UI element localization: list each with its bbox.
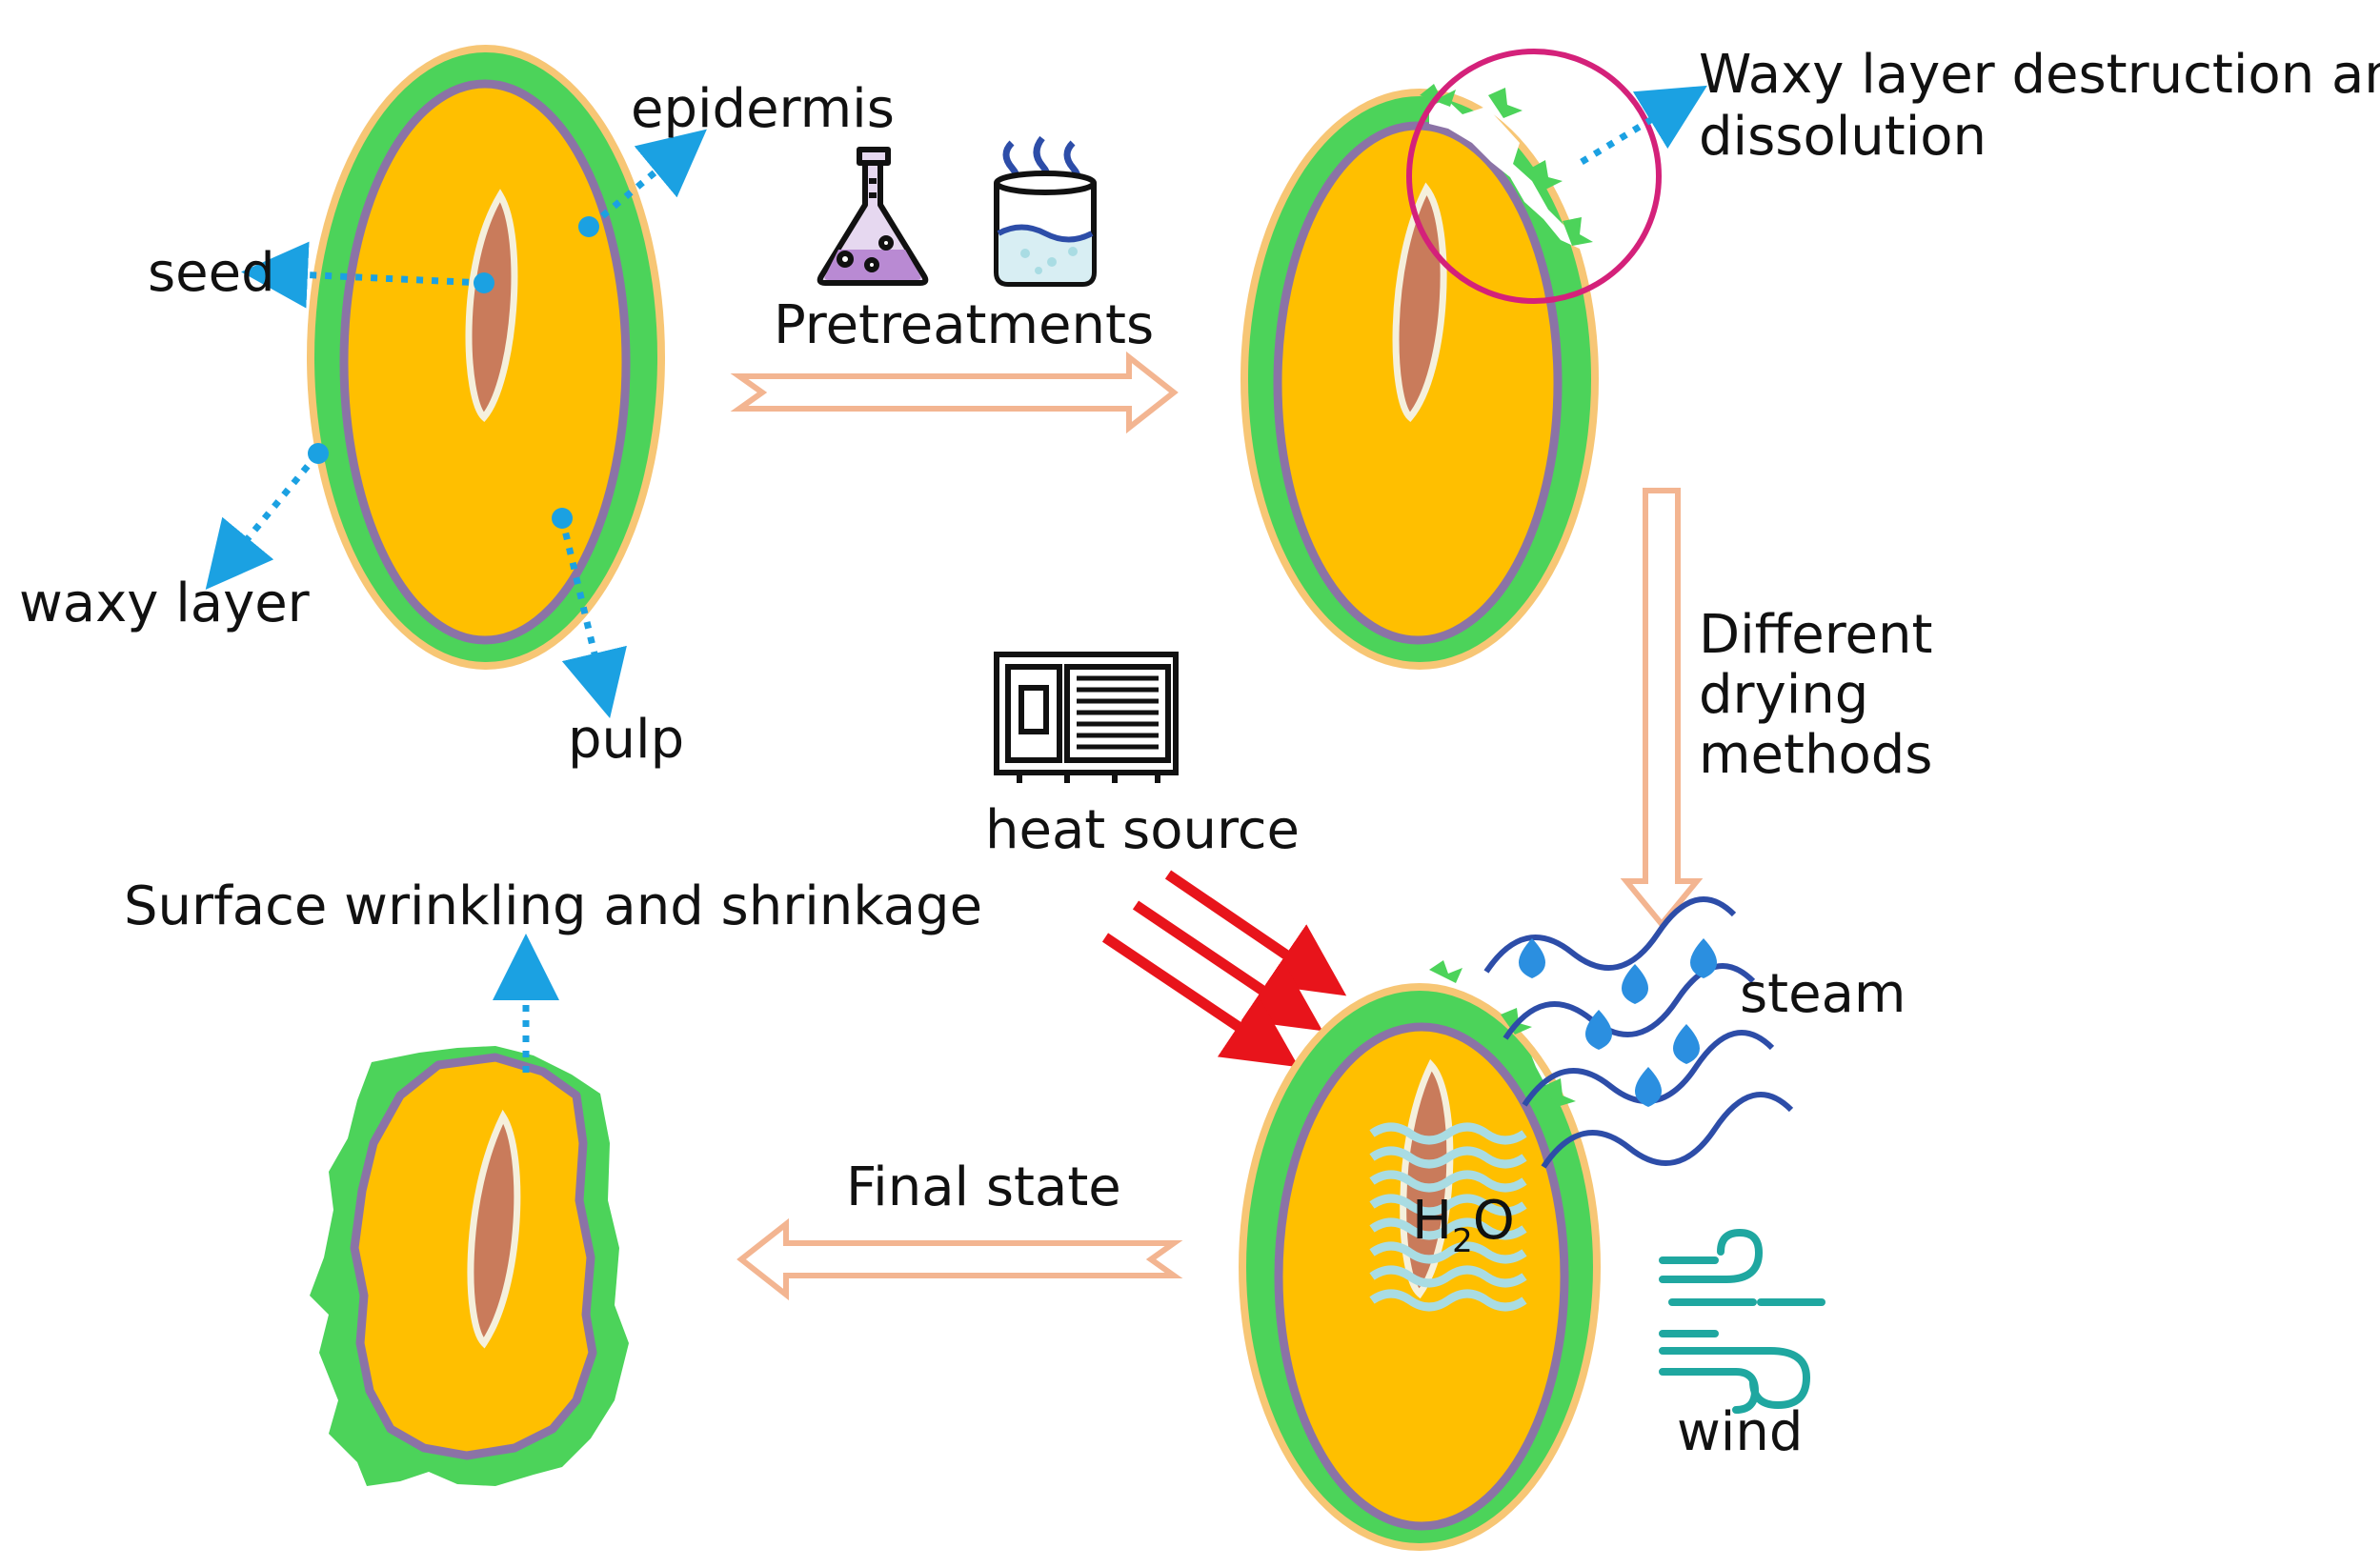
wax-flakes <box>1420 84 1593 246</box>
wind-icon <box>1659 1228 1825 1414</box>
damaged-wax-patch <box>1429 99 1582 250</box>
seed-pointer <box>241 241 485 309</box>
label-drying-line3: methods <box>1699 724 1932 786</box>
pretreated-fruit: Waxy layer destruction and dissolution <box>1240 44 2380 670</box>
water-O: O <box>1473 1190 1515 1252</box>
pulp-dot <box>552 508 573 529</box>
label-final-state: Final state <box>846 1156 1121 1218</box>
final-seed <box>467 1109 521 1349</box>
waxy-layer-dot <box>308 443 329 464</box>
steam-drops-icon <box>1483 896 1794 1169</box>
process-arrow-final <box>736 1217 1183 1301</box>
beaker-steam-icon <box>994 135 1097 287</box>
label-pulp: pulp <box>568 709 684 771</box>
waxy-layer-pointer <box>205 452 320 590</box>
pulp-pointer <box>558 517 627 719</box>
label-water: H2O <box>1412 1190 1515 1260</box>
label-drying-line2: drying <box>1699 664 1868 726</box>
flask-icon <box>817 147 929 286</box>
heat-ray-1 <box>1164 870 1347 996</box>
epidermis-dot <box>578 216 599 237</box>
label-wind: wind <box>1677 1401 1803 1463</box>
label-pretreatments: Pretreatments <box>774 294 1154 356</box>
fruit-seed <box>465 189 518 423</box>
final-fruit <box>310 934 629 1486</box>
label-drying-line1: Different <box>1699 604 1932 666</box>
waxy-destruction-highlight <box>1406 49 1662 304</box>
label-steam: steam <box>1740 963 1906 1025</box>
heat-ray-2 <box>1132 900 1323 1032</box>
drying-fruit: H2O <box>1239 960 1601 1551</box>
water-vapor-waves <box>1369 1122 1527 1312</box>
label-surface-wrinkling: Surface wrinkling and shrinkage <box>124 875 982 937</box>
process-arrow-pretreatment <box>730 351 1179 434</box>
fresh-fruit-pointers <box>205 129 707 719</box>
oven-icon <box>994 652 1179 783</box>
label-seed: seed <box>148 242 275 304</box>
heat-ray-3 <box>1101 933 1300 1068</box>
fresh-fruit: epidermis seed waxy layer pulp <box>19 45 895 771</box>
label-waxy-layer: waxy layer <box>19 573 311 634</box>
water-subscript: 2 <box>1452 1222 1473 1260</box>
label-waxy-destruction-line1: Waxy layer destruction and <box>1699 44 2380 106</box>
process-arrow-drying <box>1620 488 1704 929</box>
label-epidermis: epidermis <box>631 78 895 140</box>
seed-dot <box>474 272 494 293</box>
waxy-destruction-pointer <box>1580 85 1707 165</box>
water-H: H <box>1412 1190 1452 1252</box>
epidermis-pointer <box>588 129 707 229</box>
heat-rays <box>1101 870 1347 1068</box>
label-waxy-destruction-line2: dissolution <box>1699 106 1987 168</box>
label-heat-source: heat source <box>985 799 1300 861</box>
